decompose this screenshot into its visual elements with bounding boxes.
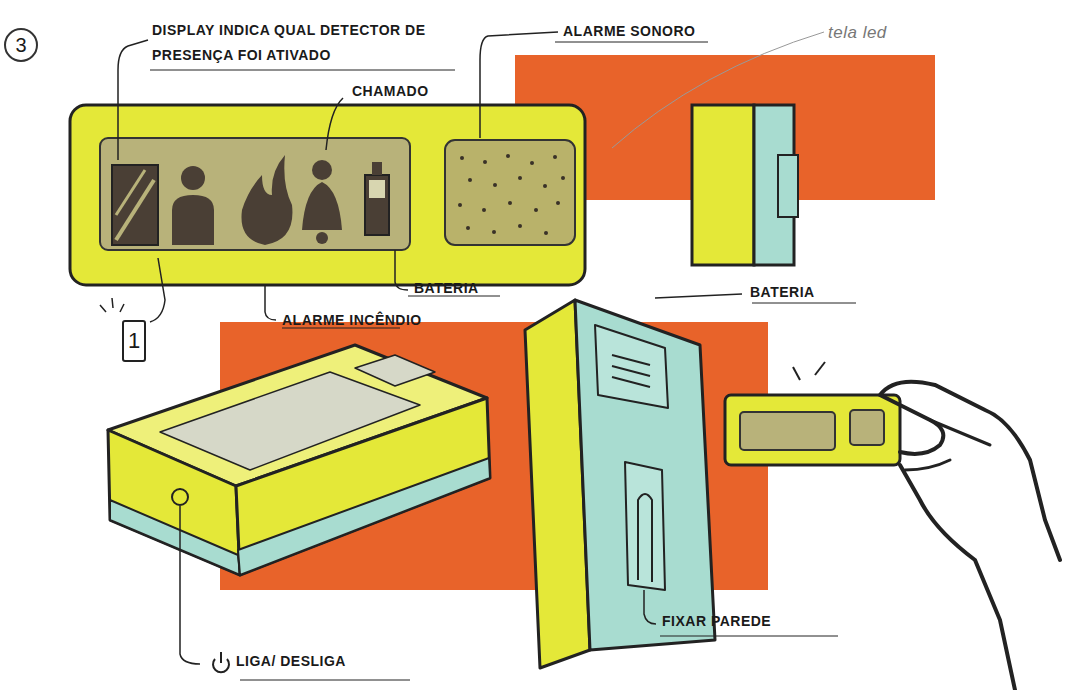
annotation-label: ALARME INCÊNDIO	[282, 311, 422, 330]
leader-lines	[100, 32, 856, 680]
annotation-label: tela led	[828, 22, 887, 45]
device-in-hand	[725, 362, 1060, 690]
device-side-view	[692, 105, 798, 265]
node-text: 1	[128, 328, 140, 354]
annotation-label: FIXAR PAREDE	[662, 612, 771, 631]
circled-number: 3	[4, 28, 38, 62]
device-isometric-view	[108, 345, 490, 575]
annotation-label: BATERIA	[414, 279, 479, 298]
annotation-label: DISPLAY INDICA QUAL DETECTOR DE PRESENÇA…	[152, 18, 452, 67]
callout-number: 1	[122, 320, 146, 362]
annotation-label: BATERIA	[750, 283, 815, 302]
node-text: 3	[15, 34, 26, 57]
device-front-view	[70, 105, 585, 285]
device-wall-mount-view	[525, 300, 715, 668]
annotation-label: LIGA/ DESLIGA	[236, 652, 346, 671]
annotation-label: CHAMADO	[352, 82, 429, 101]
annotation-label: ALARME SONORO	[563, 22, 696, 41]
power-symbol	[213, 652, 229, 672]
